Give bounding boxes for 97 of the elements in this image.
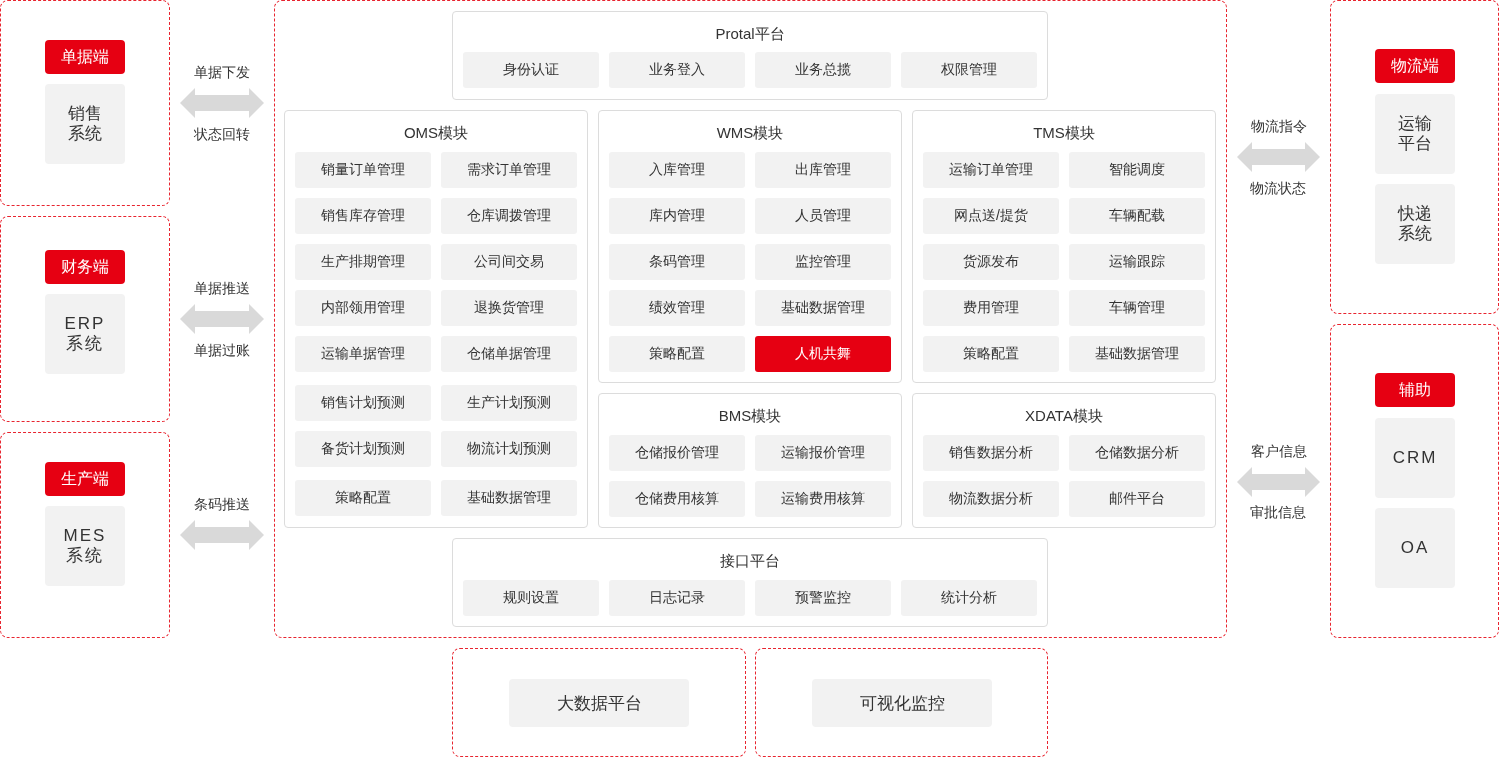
dashed-group-frame (1330, 324, 1499, 638)
feature-tile: 物流计划预测 (441, 431, 577, 467)
feature-tile: 监控管理 (755, 244, 891, 280)
feature-tile: 仓储报价管理 (609, 435, 745, 471)
feature-tile: 销量订单管理 (295, 152, 431, 188)
system-tile: 快递系统 (1375, 184, 1455, 264)
module-panel (598, 110, 902, 383)
feature-tile: 仓库调拨管理 (441, 198, 577, 234)
section-tag: 单据端 (45, 40, 125, 74)
edge-label: 单据下发 (194, 63, 250, 81)
feature-tile: 入库管理 (609, 152, 745, 188)
module-panel (452, 11, 1048, 100)
feature-tile: 绩效管理 (609, 290, 745, 326)
feature-tile: 运输单据管理 (295, 336, 431, 372)
feature-tile: 基础数据管理 (441, 480, 577, 516)
feature-tile: 货源发布 (923, 244, 1059, 280)
feature-tile: 库内管理 (609, 198, 745, 234)
module-panel (452, 538, 1048, 627)
feature-tile: 邮件平台 (1069, 481, 1205, 517)
dashed-group-frame (0, 432, 170, 638)
panel-title: BMS模块 (718, 406, 782, 426)
feature-tile: 备货计划预测 (295, 431, 431, 467)
feature-tile: 车辆管理 (1069, 290, 1205, 326)
module-panel (284, 110, 588, 528)
feature-tile: 车辆配载 (1069, 198, 1205, 234)
panel-title: XDATA模块 (1025, 406, 1103, 426)
feature-tile: 内部领用管理 (295, 290, 431, 326)
panel-title: Protal平台 (715, 24, 785, 44)
feature-tile: 统计分析 (901, 580, 1037, 616)
feature-tile: 运输费用核算 (755, 481, 891, 517)
panel-title: OMS模块 (403, 123, 469, 143)
arrow-caption: 单据过账 (194, 341, 250, 359)
feature-tile: 策略配置 (923, 336, 1059, 372)
arrow-caption: 物流状态 (1250, 179, 1306, 197)
module-panel (912, 393, 1216, 528)
feature-tile: 预警监控 (755, 580, 891, 616)
feature-tile: 公司间交易 (441, 244, 577, 280)
edge-label: 客户信息 (1250, 442, 1307, 460)
arrow-caption: 状态回转 (194, 125, 250, 143)
feature-tile: 策略配置 (609, 336, 745, 372)
feature-tile: 人员管理 (755, 198, 891, 234)
panel-title: 接口平台 (720, 551, 780, 571)
feature-tile: 日志记录 (609, 580, 745, 616)
feature-tile: 仓储费用核算 (609, 481, 745, 517)
section-tag: 物流端 (1375, 49, 1455, 83)
feature-tile: 销售计划预测 (295, 385, 431, 421)
dashed-group-frame (452, 648, 746, 757)
arrow-caption: 审批信息 (1250, 503, 1306, 521)
platform-tile: 大数据平台 (509, 679, 689, 727)
feature-tile: 业务总揽 (755, 52, 891, 88)
feature-tile: 规则设置 (463, 580, 599, 616)
feature-tile: 基础数据管理 (755, 290, 891, 326)
feature-tile: 仓储数据分析 (1069, 435, 1205, 471)
panel-title: WMS模块 (716, 123, 784, 143)
feature-tile: 智能调度 (1069, 152, 1205, 188)
feature-tile: 仓储单据管理 (441, 336, 577, 372)
dashed-group-frame (1330, 0, 1499, 314)
feature-tile: 运输跟踪 (1069, 244, 1205, 280)
feature-tile: 策略配置 (295, 480, 431, 516)
feature-tile: 权限管理 (901, 52, 1037, 88)
dashed-group-frame (755, 648, 1048, 757)
edge-label: 物流指令 (1250, 117, 1307, 135)
system-tile: 运输平台 (1375, 94, 1455, 174)
feature-tile: 运输订单管理 (923, 152, 1059, 188)
feature-tile: 身份认证 (463, 52, 599, 88)
section-tag: 生产端 (45, 462, 125, 496)
platform-tile: 可视化监控 (812, 679, 992, 727)
feature-tile: 运输报价管理 (755, 435, 891, 471)
section-tag: 辅助 (1375, 373, 1455, 407)
system-tile: 销售系统 (45, 84, 125, 164)
feature-tile: 退换货管理 (441, 290, 577, 326)
feature-tile: 销售库存管理 (295, 198, 431, 234)
feature-tile: 条码管理 (609, 244, 745, 280)
feature-tile: 生产计划预测 (441, 385, 577, 421)
feature-tile: 销售数据分析 (923, 435, 1059, 471)
section-tag: 财务端 (45, 250, 125, 284)
feature-tile: 需求订单管理 (441, 152, 577, 188)
system-tile: OA (1375, 508, 1455, 588)
feature-tile: 业务登入 (609, 52, 745, 88)
system-tile: CRM (1375, 418, 1455, 498)
edge-label: 单据推送 (194, 279, 250, 297)
feature-tile: 生产排期管理 (295, 244, 431, 280)
feature-tile: 出库管理 (755, 152, 891, 188)
panel-title: TMS模块 (1033, 123, 1095, 143)
module-panel (598, 393, 902, 528)
highlight-tile: 人机共舞 (755, 336, 891, 372)
system-tile: ERP 系统 (45, 294, 125, 374)
feature-tile: 物流数据分析 (923, 481, 1059, 517)
system-tile: MES 系统 (45, 506, 125, 586)
feature-tile: 费用管理 (923, 290, 1059, 326)
dashed-group-frame (0, 216, 170, 422)
feature-tile: 网点送/提货 (923, 198, 1059, 234)
module-panel (912, 110, 1216, 383)
edge-label: 条码推送 (194, 495, 250, 513)
dashed-group-frame (0, 0, 170, 206)
feature-tile: 基础数据管理 (1069, 336, 1205, 372)
dashed-group-frame (274, 0, 1227, 638)
